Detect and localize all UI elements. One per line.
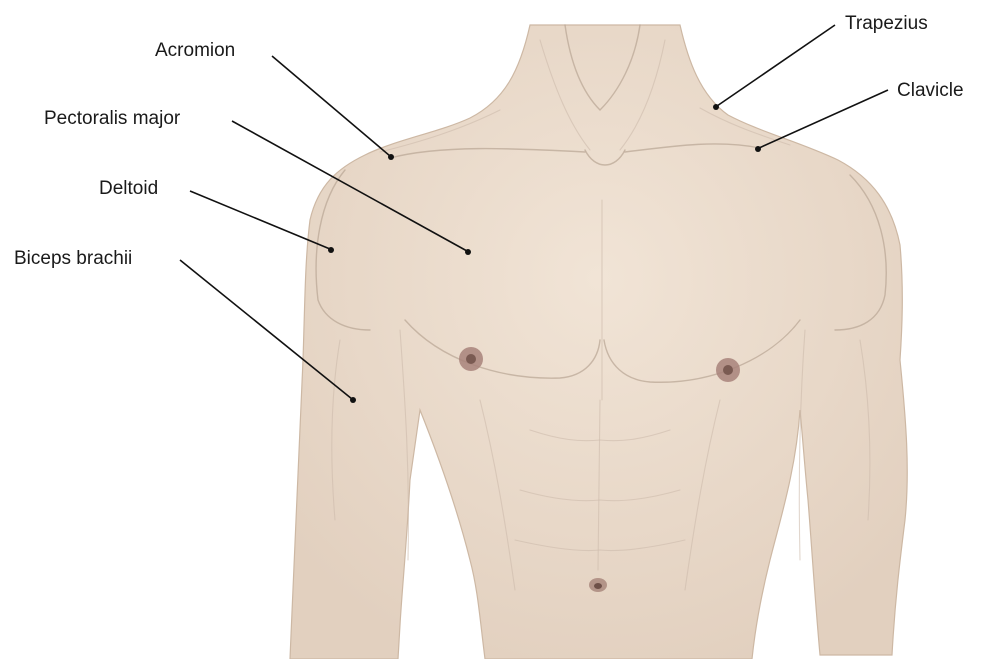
marker-clavicle [755, 146, 761, 152]
leader-clavicle [759, 90, 888, 148]
marker-acromion [388, 154, 394, 160]
label-trapezius: Trapezius [713, 13, 928, 110]
leader-deltoid [190, 191, 330, 249]
marker-deltoid [328, 247, 334, 253]
label-acromion: Acromion [155, 40, 394, 160]
label-pectoralis-major-text: Pectoralis major [44, 108, 181, 129]
marker-pectoralis-major [465, 249, 471, 255]
leader-acromion [272, 56, 390, 156]
torso-illustration [290, 25, 907, 659]
label-clavicle-text: Clavicle [897, 80, 964, 101]
label-biceps-brachii-text: Biceps brachii [14, 248, 132, 269]
leader-trapezius [717, 25, 835, 106]
nipple-right [716, 358, 740, 382]
nipple-left [459, 347, 483, 371]
label-acromion-text: Acromion [155, 40, 235, 61]
torso-silhouette [290, 25, 907, 659]
label-trapezius-text: Trapezius [845, 13, 928, 34]
navel [589, 578, 607, 592]
marker-trapezius [713, 104, 719, 110]
marker-biceps-brachii [350, 397, 356, 403]
label-deltoid: Deltoid [99, 178, 334, 253]
label-deltoid-text: Deltoid [99, 178, 158, 199]
